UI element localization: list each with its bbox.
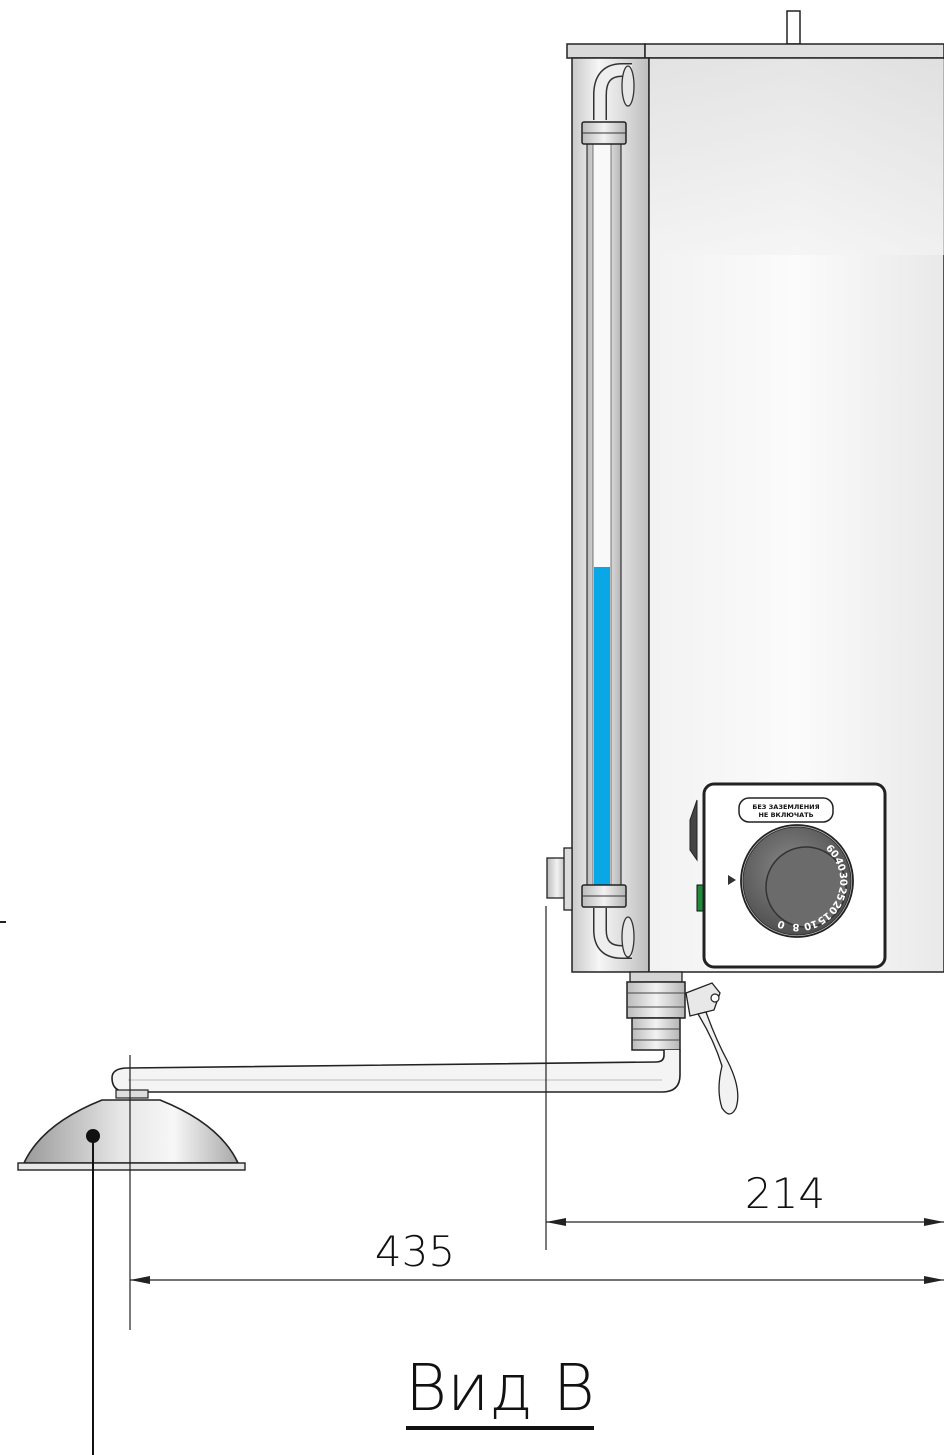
dial-pointer-icon <box>728 875 736 885</box>
drain-valve <box>626 971 739 1115</box>
warning-label <box>738 797 834 823</box>
view-title-group: Вид В <box>405 1352 595 1430</box>
dimension-arrows <box>130 1218 944 1284</box>
tank-lid <box>566 43 944 59</box>
side-fitting <box>546 847 573 911</box>
dimension-label-435: 435 <box>375 1227 455 1276</box>
dial-scale-mark: 10 <box>802 917 819 932</box>
dial-scale-mark: 8 <box>792 921 799 932</box>
spout-pipe <box>111 1050 681 1093</box>
dimension-label-214: 214 <box>745 1169 825 1218</box>
shower-dome <box>17 1089 246 1455</box>
indicator-lamp <box>696 884 704 912</box>
dimension-lines <box>0 906 944 1330</box>
dial-scale-mark: 25 <box>833 886 847 902</box>
water-level-indicator <box>594 567 610 887</box>
dial-scale-mark: 40 <box>832 856 847 873</box>
dial-scale-mark: 30 <box>837 872 849 886</box>
warning-line-1: БЕЗ ЗАЗЕМЛЕНИЯ <box>752 803 819 811</box>
view-title: Вид В <box>405 1352 595 1426</box>
top-stub <box>786 10 801 45</box>
dial-scale-mark: 0 <box>776 917 786 930</box>
water-level-gauge <box>581 63 635 959</box>
warning-line-2: НЕ ВКЛЮЧАТЬ <box>758 811 813 819</box>
